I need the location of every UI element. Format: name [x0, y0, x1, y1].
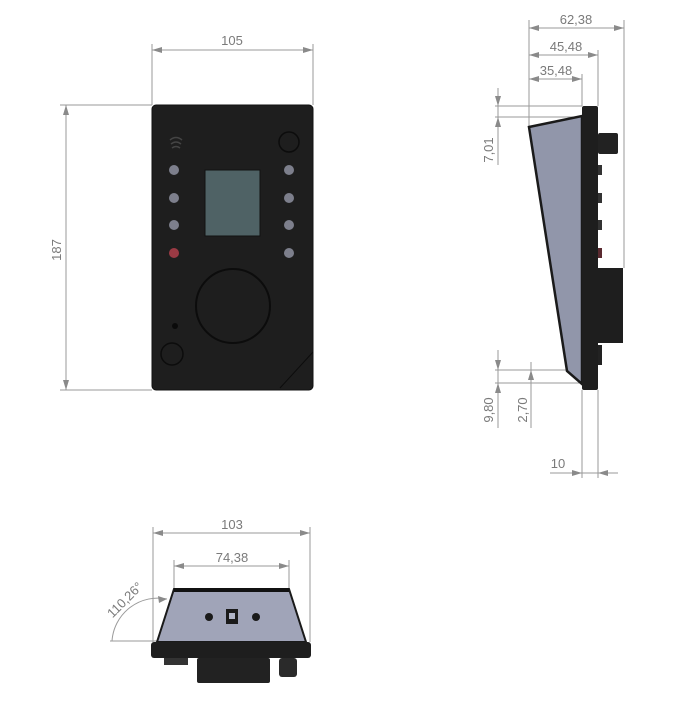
top-offset-label: 7,01 [481, 137, 496, 162]
side-housing [527, 114, 584, 387]
width-dimension: 105 [151, 33, 314, 105]
depth-mid-label: 45,48 [550, 39, 583, 54]
right-buttons [284, 165, 294, 258]
width-dimension-label: 105 [221, 33, 243, 48]
top-offset-dimension: 7,01 [481, 88, 582, 165]
rotary-knob [195, 268, 271, 344]
screw-right-icon [252, 613, 260, 621]
angle-label: 110,26° [104, 579, 146, 621]
bottom-width-label: 103 [221, 517, 243, 532]
bottom-offset-label: 9,80 [481, 397, 496, 422]
top-width-label: 74,38 [216, 550, 249, 565]
plate-thickness-dimension: 10 [550, 390, 618, 478]
top-width-dimension: 74,38 [173, 550, 290, 589]
left-buttons [169, 165, 179, 258]
plate-thickness-label: 10 [551, 456, 565, 471]
device-body [151, 104, 314, 391]
bottom-view: 103 74,38 110,26° [104, 517, 311, 683]
side-view: 62,38 45,48 35,48 7,01 9,80 [481, 12, 625, 478]
bottom-front-plate [151, 642, 311, 658]
depth-mid-dimension: 45,48 [529, 39, 598, 58]
side-buttons [598, 165, 602, 258]
side-rotary-knob [598, 268, 623, 343]
power-button [278, 131, 300, 153]
depth-inner-label: 35,48 [540, 63, 573, 78]
depth-total-label: 62,38 [560, 12, 593, 27]
bottom-offset-dimension: 9,80 [481, 350, 582, 428]
height-dimension-label: 187 [49, 239, 64, 261]
angle-dimension: 110,26° [104, 579, 168, 642]
jack-port [160, 342, 184, 366]
side-power-button [598, 133, 618, 154]
bottom-inner-dimension: 2,70 [515, 362, 534, 428]
corner-chamfer [279, 351, 314, 389]
front-view: 105 187 [49, 33, 314, 391]
bottom-inner-label: 2,70 [515, 397, 530, 422]
height-dimension: 187 [49, 104, 152, 391]
depth-inner-dimension: 35,48 [529, 63, 582, 82]
bottom-power-button [279, 658, 297, 677]
bottom-width-dimension: 103 [152, 517, 311, 642]
side-jack [598, 345, 602, 365]
usb-port-icon [226, 609, 238, 624]
depth-total-dimension: 62,38 [529, 12, 624, 31]
screw-left-icon [205, 613, 213, 621]
side-front-plate [582, 106, 598, 390]
wifi-icon [169, 136, 183, 149]
bottom-rotary-knob [197, 658, 270, 683]
bottom-jack [164, 658, 188, 665]
led-dot [172, 323, 178, 329]
display-screen [204, 169, 261, 237]
